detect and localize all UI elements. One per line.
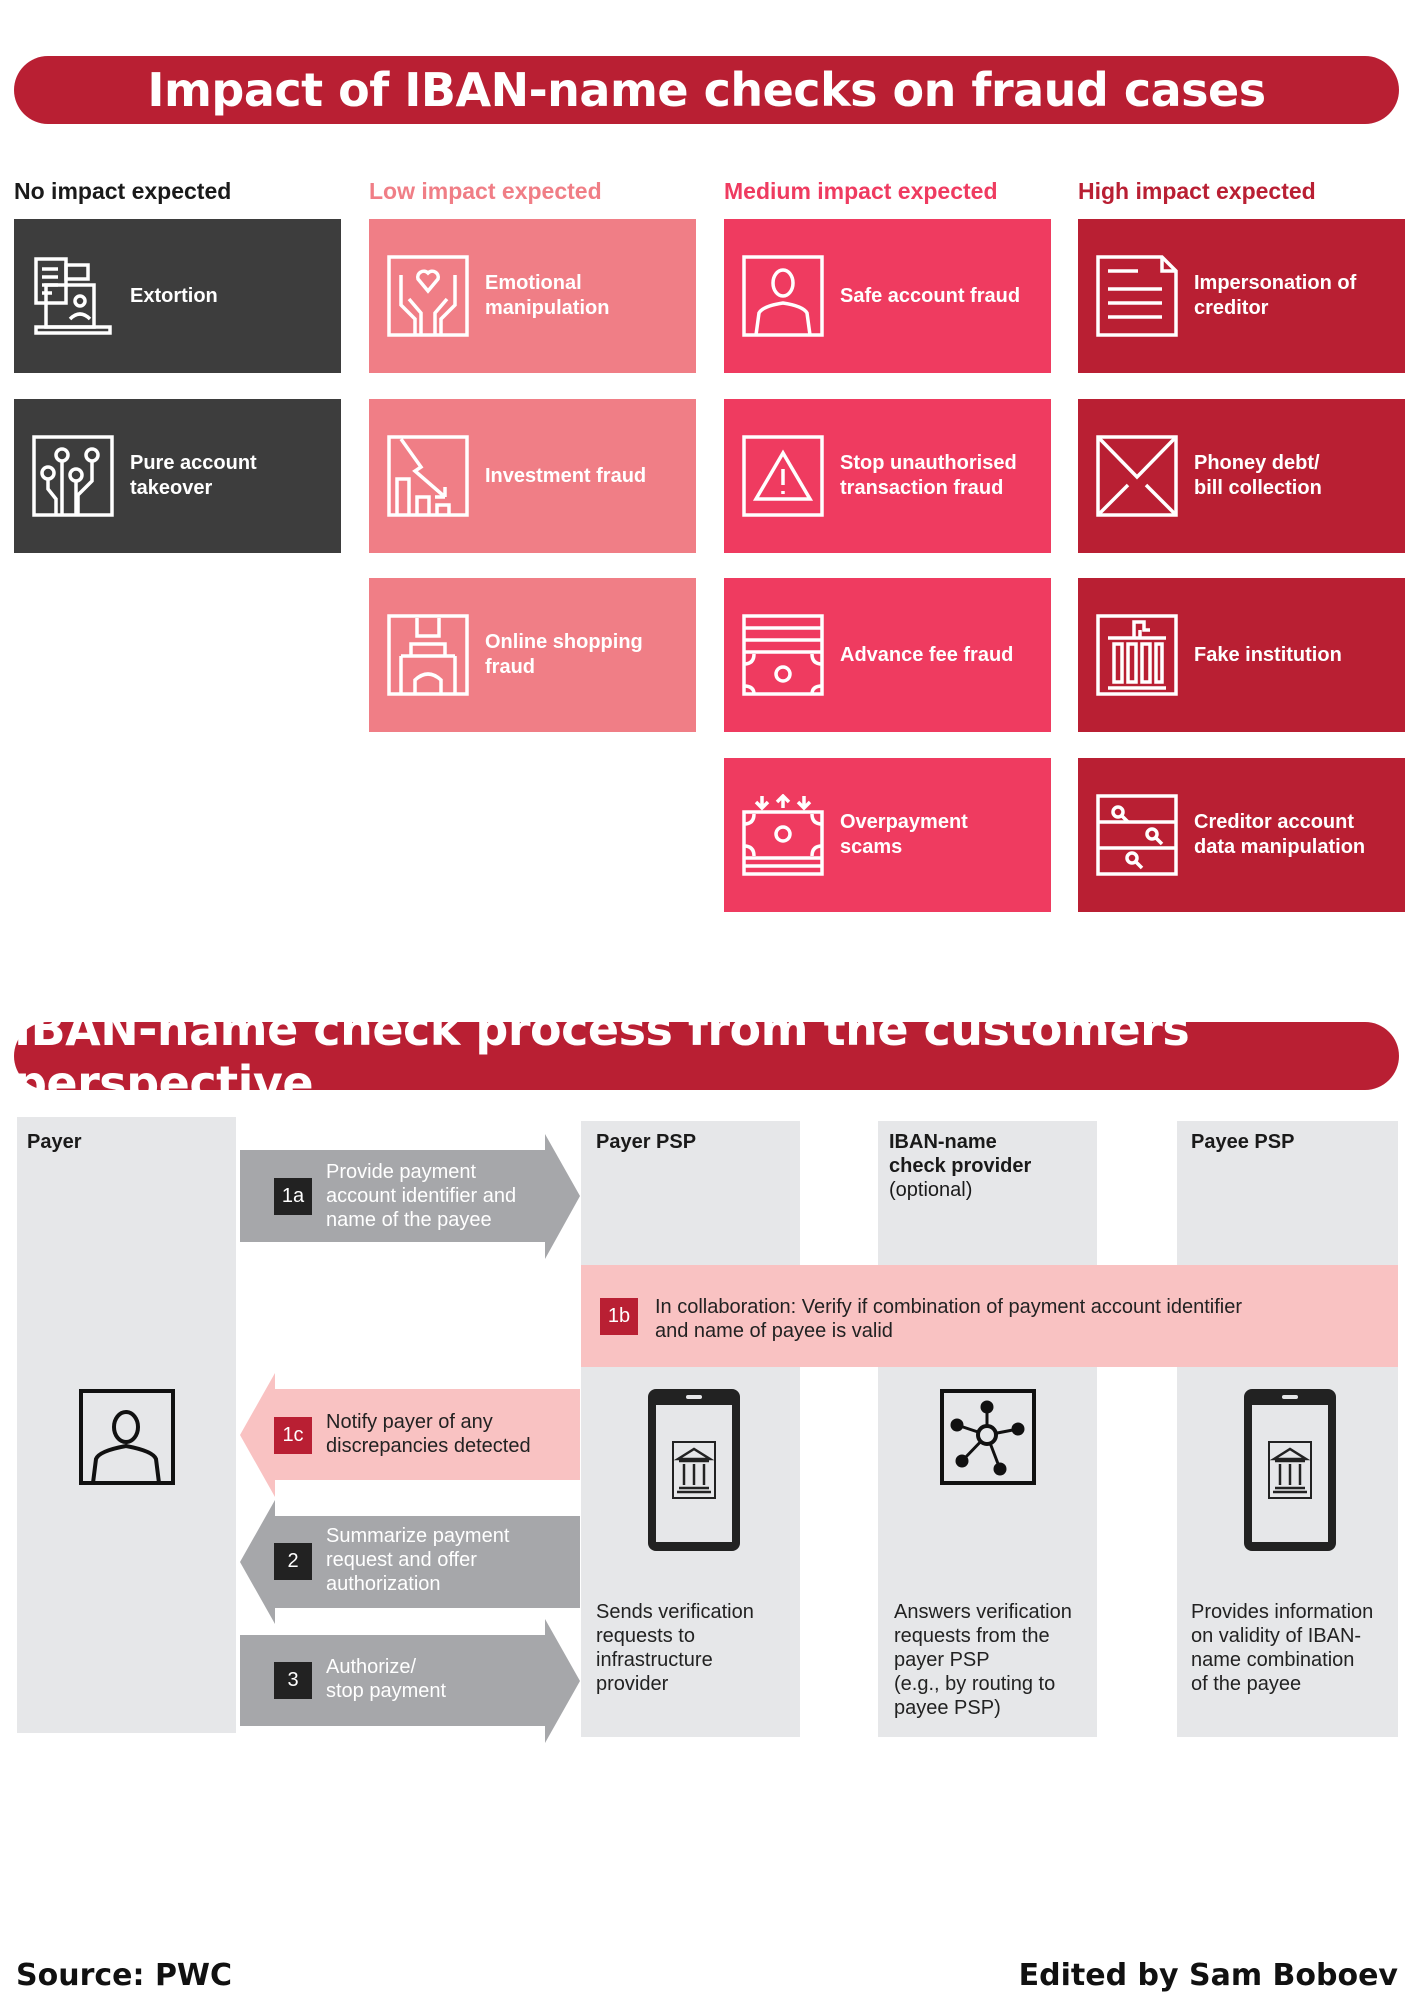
- warning-icon: [742, 435, 824, 517]
- step-badge-2: 2: [274, 1543, 312, 1580]
- person-icon: [742, 255, 824, 337]
- payer-psp-phone-bank-icon: [648, 1389, 740, 1551]
- provider-title: IBAN-name check provider: [889, 1131, 1032, 1177]
- fraud-tile-label: Extortion: [130, 284, 218, 307]
- arrow-1a: [240, 1134, 580, 1259]
- provider-subtitle: (optional): [889, 1179, 973, 1201]
- envelope-icon: [1096, 435, 1178, 517]
- fraud-tile-label: Phoney debt/ bill collection: [1194, 452, 1322, 499]
- step-badge-1c: 1c: [274, 1417, 312, 1454]
- fraud-tile: Advance fee fraud: [724, 578, 1051, 732]
- impact-title-banner: Impact of IBAN-name checks on fraud case…: [14, 56, 1399, 124]
- institution-icon: [1096, 614, 1178, 696]
- building-person-icon: [34, 257, 112, 335]
- banknote-arrows-icon: [742, 794, 824, 876]
- fraud-tile-label: Online shopping fraud: [485, 631, 643, 678]
- fraud-tile: Overpayment scams: [724, 758, 1051, 912]
- arrow-3: [240, 1619, 580, 1743]
- credit-note: Edited by Sam Boboev: [1018, 1958, 1398, 1993]
- circuit-icon: [32, 435, 114, 517]
- fraud-tile-label: Overpayment scams: [840, 811, 968, 858]
- fraud-tile-label: Investment fraud: [485, 464, 647, 487]
- column-heading: High impact expected: [1078, 178, 1316, 204]
- column-heading: Low impact expected: [369, 178, 602, 204]
- fraud-tile: Fake institution: [1078, 578, 1405, 732]
- step-text-2: Summarize payment request and offer auth…: [326, 1525, 510, 1595]
- step-badge-1b: 1b: [600, 1298, 638, 1335]
- arrow-1c: [240, 1373, 580, 1497]
- network-hub-icon: [940, 1389, 1036, 1485]
- lane-payer: [17, 1117, 236, 1733]
- step-badge-3: 3: [274, 1662, 312, 1699]
- fraud-tile: Creditor account data manipulation: [1078, 758, 1405, 912]
- fraud-tile: Extortion: [14, 219, 341, 373]
- fraud-tile-label: Safe account fraud: [840, 284, 1021, 307]
- data-search-icon: [1096, 794, 1178, 876]
- provider-description: Answers verification requests from the p…: [894, 1601, 1072, 1719]
- fraud-tile-label: Fake institution: [1194, 643, 1342, 666]
- fraud-tile: Online shopping fraud: [369, 578, 696, 732]
- fraud-tile: Investment fraud: [369, 399, 696, 553]
- column-heading: Medium impact expected: [724, 178, 998, 204]
- payer-person-icon: [79, 1389, 175, 1485]
- shop-icon: [387, 614, 469, 696]
- step-text-1b: In collaboration: Verify if combination …: [655, 1296, 1242, 1342]
- fraud-tile-label: Impersonation of creditor: [1194, 272, 1357, 319]
- step-text-3: Authorize/ stop payment: [326, 1656, 447, 1702]
- hands-heart-icon: [387, 255, 469, 337]
- lane-title-payee-psp: Payee PSP: [1191, 1131, 1295, 1153]
- fraud-tile-label: Advance fee fraud: [840, 643, 1014, 666]
- fraud-tile: Impersonation of creditor: [1078, 219, 1405, 373]
- source-note: Source: PWC: [16, 1958, 233, 1993]
- document-icon: [1096, 255, 1178, 337]
- fraud-tile-label: Stop unauthorised transaction fraud: [840, 452, 1017, 499]
- fraud-tile-label: Emotional manipulation: [485, 272, 610, 319]
- fraud-tile: Pure account takeover: [14, 399, 341, 553]
- fraud-tile-label: Creditor account data manipulation: [1194, 811, 1366, 858]
- step-badge-1a: 1a: [274, 1178, 312, 1215]
- falling-chart-icon: [387, 435, 469, 517]
- fraud-tile: Safe account fraud: [724, 219, 1051, 373]
- fraud-tile: Phoney debt/ bill collection: [1078, 399, 1405, 553]
- fraud-tile: Emotional manipulation: [369, 219, 696, 373]
- fraud-tile-label: Pure account takeover: [130, 452, 257, 499]
- step-text-1a: Provide payment account identifier and n…: [326, 1161, 517, 1231]
- payer-psp-description: Sends verification requests to infrastru…: [596, 1601, 754, 1695]
- step-text-1c: Notify payer of any discrepancies detect…: [326, 1411, 531, 1457]
- lane-title-payer-psp: Payer PSP: [596, 1131, 697, 1153]
- banknote-icon: [742, 614, 824, 696]
- payee-psp-description: Provides information on validity of IBAN…: [1191, 1601, 1374, 1695]
- payee-psp-phone-bank-icon: [1244, 1389, 1336, 1551]
- step-1b-band: [581, 1265, 1398, 1367]
- column-heading: No impact expected: [14, 178, 232, 204]
- fraud-tile: Stop unauthorised transaction fraud: [724, 399, 1051, 553]
- lane-title-payer: Payer: [27, 1131, 82, 1153]
- arrow-2: [240, 1500, 580, 1624]
- lane-title-provider: IBAN-name check provider(optional): [889, 1130, 1031, 1202]
